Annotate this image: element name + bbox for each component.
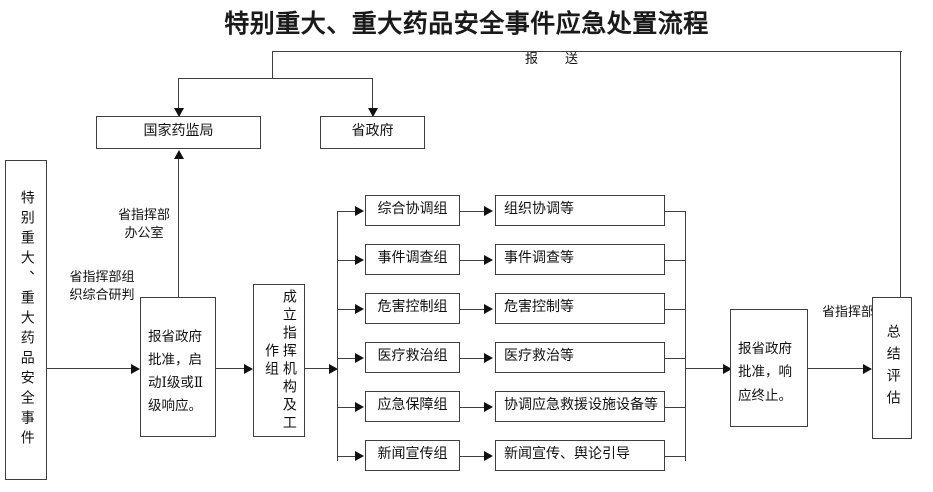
box-group-duty[interactable]: 危害控制等 — [495, 293, 665, 324]
box-summary-evaluation[interactable]: 总结评估 — [872, 297, 912, 439]
box-work-group-label: 新闻宣传组 — [377, 447, 448, 463]
arrow-to-province-gov-icon — [368, 108, 378, 117]
group-merge-bus — [685, 211, 687, 461]
line-duty-to-bus — [665, 455, 685, 457]
line-group-to-duty — [460, 308, 485, 310]
box-group-duty[interactable]: 事件调查等 — [495, 244, 665, 275]
line-bus-to-group — [337, 357, 357, 359]
line-bus-to-group — [337, 210, 357, 212]
line-duty-to-bus — [665, 259, 685, 261]
box-group-duty-label: 危害控制等 — [504, 300, 574, 316]
box-group-duty[interactable]: 医疗救治等 — [495, 342, 665, 373]
arrow-bus-to-group-icon — [355, 304, 364, 314]
box-report-and-terminate-response-label: 报省政府批准，响应终止。 — [738, 341, 792, 403]
line-approve-to-establish — [216, 368, 246, 370]
box-approve-and-start-response[interactable]: 报省政府批准，启动Ⅰ级或Ⅱ级响应。 — [140, 297, 216, 437]
box-approve-and-start-response-label: 报省政府批准，启动Ⅰ级或Ⅱ级响应。 — [148, 328, 204, 414]
line-bus-to-group — [337, 308, 357, 310]
arrow-group-to-duty-icon — [484, 353, 493, 363]
line-group-to-duty — [460, 259, 485, 261]
arrow-group-to-duty-icon — [484, 402, 493, 412]
arrow-group-to-duty-icon — [484, 451, 493, 461]
box-work-group[interactable]: 应急保障组 — [365, 391, 460, 422]
arrow-group-to-duty-icon — [484, 255, 493, 265]
label-provincial-office: 省指挥部 办公室 — [117, 207, 170, 240]
line-duty-to-bus — [665, 406, 685, 408]
arrow-bus-to-group-icon — [355, 206, 364, 216]
box-work-group[interactable]: 危害控制组 — [365, 293, 460, 324]
arrow-establish-to-groups-icon — [329, 363, 338, 374]
report-label: 报 送 — [524, 51, 585, 66]
box-national-medical-products-administration[interactable]: 国家药监局 — [96, 116, 261, 149]
box-group-duty[interactable]: 组织协调等 — [495, 195, 665, 226]
arrow-group-to-duty-icon — [484, 206, 493, 216]
arrow-terminate-to-summary-icon — [863, 363, 872, 374]
report-stem-line — [272, 51, 274, 79]
box-work-group-label: 事件调查组 — [377, 251, 448, 267]
line-duty-to-bus — [665, 308, 685, 310]
report-branch-bar — [178, 78, 373, 80]
arrow-approve-to-nmpa-icon — [174, 150, 184, 159]
label-comprehensive-study: 省指挥部组 织综合研判 — [69, 269, 135, 302]
box-group-duty[interactable]: 协调应急救援设施设备等 — [495, 391, 665, 422]
box-work-group[interactable]: 医疗救治组 — [365, 342, 460, 373]
arrow-source-to-approve-icon — [131, 363, 140, 374]
arrow-groups-to-terminate-icon — [723, 363, 732, 374]
box-work-group-label: 应急保障组 — [377, 398, 448, 414]
box-work-group[interactable]: 事件调查组 — [365, 244, 460, 275]
box-group-duty-label: 协调应急救援设施设备等 — [504, 398, 658, 414]
report-leg-left — [178, 78, 180, 109]
line-duty-to-bus — [665, 357, 685, 359]
report-top-line — [272, 51, 902, 53]
line-source-to-approve — [47, 368, 133, 370]
box-establish-command-structure-label: 成立指挥机构及工作组 — [263, 288, 296, 433]
arrow-bus-to-group-icon — [355, 353, 364, 363]
box-major-drug-safety-incident-label: 特别重大、重大药品安全事件 — [18, 190, 34, 450]
box-summary-evaluation-label: 总结评估 — [884, 324, 900, 412]
box-work-group[interactable]: 综合协调组 — [365, 195, 460, 226]
arrow-group-to-duty-icon — [484, 304, 493, 314]
box-provincial-government[interactable]: 省政府 — [320, 116, 425, 149]
line-establish-to-groups — [305, 368, 332, 370]
line-terminate-to-summary — [808, 368, 865, 370]
line-group-to-duty — [460, 455, 485, 457]
group-distribution-bus — [337, 211, 339, 461]
arrow-approve-to-establish-icon — [244, 363, 253, 374]
box-group-duty[interactable]: 新闻宣传、舆论引导 — [495, 440, 665, 471]
box-group-duty-label: 医疗救治等 — [504, 349, 574, 365]
box-group-duty-label: 事件调查等 — [504, 251, 574, 267]
report-leg-right — [372, 78, 374, 109]
arrow-to-nmpa-icon — [174, 108, 184, 117]
line-group-to-duty — [460, 210, 485, 212]
page-title: 特别重大、重大药品安全事件应急处置流程 — [224, 11, 709, 38]
label-provincial-hq: 省指挥部 — [821, 304, 874, 319]
box-work-group-label: 综合协调组 — [377, 202, 448, 218]
box-group-duty-label: 新闻宣传、舆论引导 — [504, 447, 630, 463]
line-bus-to-group — [337, 455, 357, 457]
box-establish-command-structure[interactable]: 成立指挥机构及工作组 — [253, 284, 305, 437]
arrow-bus-to-group-icon — [355, 402, 364, 412]
line-bus-to-group — [337, 406, 357, 408]
box-report-and-terminate-response[interactable]: 报省政府批准，响应终止。 — [730, 309, 808, 427]
box-work-group-label: 医疗救治组 — [377, 349, 448, 365]
box-work-group-label: 危害控制组 — [377, 300, 448, 316]
box-group-duty-label: 组织协调等 — [504, 202, 574, 218]
arrow-bus-to-group-icon — [355, 255, 364, 265]
line-group-to-duty — [460, 406, 485, 408]
arrow-bus-to-group-icon — [355, 451, 364, 461]
line-bus-to-group — [337, 259, 357, 261]
report-right-line — [900, 51, 902, 367]
line-approve-to-nmpa — [178, 158, 180, 298]
line-duty-to-bus — [665, 210, 685, 212]
box-major-drug-safety-incident[interactable]: 特别重大、重大药品安全事件 — [5, 160, 47, 480]
line-groups-to-terminate — [685, 368, 725, 370]
line-group-to-duty — [460, 357, 485, 359]
box-work-group[interactable]: 新闻宣传组 — [365, 440, 460, 471]
